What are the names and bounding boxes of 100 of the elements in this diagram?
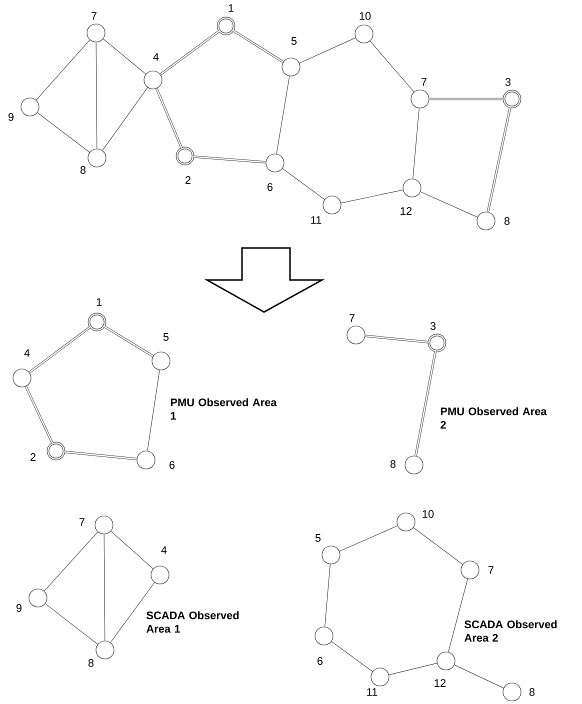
- node-number: 1: [96, 298, 102, 306]
- node-number: 11: [367, 688, 378, 696]
- edge: [37, 112, 90, 153]
- edge: [96, 42, 98, 149]
- circle: [150, 566, 170, 584]
- circle: [28, 588, 48, 608]
- edge: [340, 190, 404, 204]
- node-number: 10: [360, 12, 371, 20]
- edge: [44, 532, 98, 592]
- circle: [460, 560, 480, 580]
- edge: [276, 76, 290, 154]
- circle: [136, 450, 156, 470]
- double-circle: [176, 146, 194, 166]
- circle: [12, 368, 32, 388]
- node-number: 4: [153, 53, 159, 61]
- node-number: 8: [504, 217, 510, 225]
- node-number: 1: [228, 4, 234, 12]
- circle: [404, 456, 424, 474]
- edge: [339, 525, 398, 552]
- edge: [147, 370, 160, 452]
- node-number: 8: [88, 659, 94, 667]
- circle: [436, 652, 456, 670]
- circle: [144, 70, 162, 90]
- node-number: 6: [268, 183, 273, 191]
- circle: [410, 90, 430, 108]
- node-number: 6: [170, 461, 175, 469]
- edge: [299, 38, 356, 64]
- edge: [110, 530, 154, 570]
- node-number: 3: [505, 78, 511, 86]
- circle: [20, 98, 40, 116]
- edge: [324, 564, 330, 628]
- node-number: 12: [434, 679, 446, 687]
- edge: [448, 578, 468, 652]
- edge: [388, 662, 438, 676]
- edge: [110, 582, 155, 643]
- area-label: PMU Observed Area 1: [170, 398, 277, 420]
- edge: [412, 108, 420, 180]
- node-number: 9: [8, 113, 14, 121]
- circle: [94, 516, 114, 534]
- circle: [476, 212, 496, 230]
- node-number: 7: [350, 314, 354, 322]
- edge: [24, 386, 54, 444]
- node-number: 5: [315, 534, 321, 542]
- area-label: PMU Observed Area 2: [440, 407, 547, 429]
- node-number: 7: [80, 518, 84, 526]
- node-number: 8: [529, 688, 535, 696]
- node-number: 4: [24, 349, 30, 357]
- node-number: 8: [80, 166, 86, 174]
- node-number: 12: [400, 207, 412, 215]
- node-number: 7: [488, 566, 494, 574]
- node-number: 3: [430, 322, 436, 330]
- edge: [486, 106, 512, 212]
- node-number: 4: [161, 546, 167, 554]
- edge: [232, 29, 284, 63]
- node-number: 2: [186, 176, 190, 184]
- node-number: 7: [92, 12, 96, 20]
- edge: [45, 603, 98, 645]
- edge: [414, 350, 437, 456]
- edge: [64, 450, 137, 460]
- edge: [36, 40, 90, 100]
- edge: [102, 87, 148, 151]
- edge: [370, 40, 414, 92]
- edge: [160, 30, 220, 76]
- circle: [322, 546, 340, 564]
- circle: [282, 58, 300, 76]
- circle: [322, 196, 342, 214]
- node-number: 9: [16, 604, 22, 612]
- edge: [365, 334, 429, 344]
- double-circle: [216, 16, 236, 36]
- circle: [370, 668, 390, 686]
- double-circle: [502, 90, 522, 108]
- node-number: 5: [291, 37, 297, 45]
- edge: [102, 38, 146, 74]
- circle: [88, 148, 106, 168]
- double-circle: [88, 312, 106, 332]
- node-number: 11: [311, 216, 322, 224]
- edge: [429, 98, 504, 100]
- double-circle: [46, 442, 66, 460]
- node-number: 6: [318, 657, 323, 665]
- circle: [152, 352, 170, 370]
- edge: [104, 534, 106, 641]
- edge: [282, 168, 325, 200]
- edge: [28, 326, 92, 374]
- edge: [193, 156, 266, 164]
- node-number: 10: [422, 510, 434, 518]
- node-number: 2: [30, 453, 36, 461]
- circle: [86, 24, 106, 42]
- circle: [266, 154, 284, 172]
- double-circle: [428, 334, 446, 352]
- circle: [354, 24, 374, 44]
- circle: [396, 512, 416, 532]
- circle: [346, 326, 366, 344]
- circle: [96, 640, 114, 660]
- edge: [103, 325, 154, 358]
- edge: [156, 88, 183, 149]
- node-number: 7: [422, 78, 426, 86]
- circle: [502, 682, 522, 702]
- edge: [420, 191, 478, 218]
- area-label: SCADA Observed Area 2: [464, 620, 557, 642]
- edge: [454, 664, 504, 688]
